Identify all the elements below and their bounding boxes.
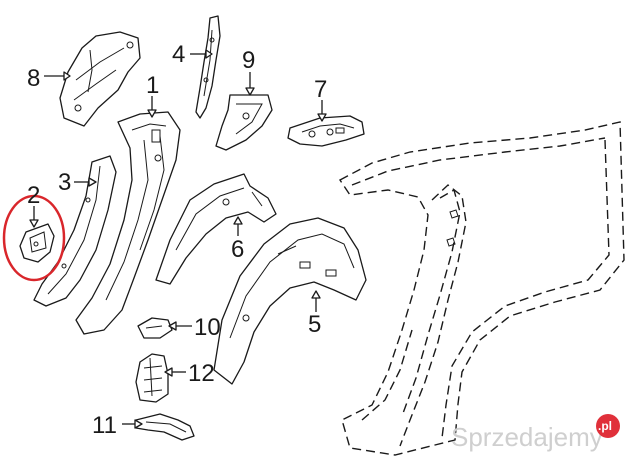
part-1-pillar-inner xyxy=(75,111,181,335)
callout-5: 5 xyxy=(308,311,321,338)
watermark-text: Sprzedajemy xyxy=(451,422,603,452)
callout-9: 9 xyxy=(242,47,255,74)
part-4-reinforcement-strip xyxy=(195,15,221,119)
callout-labels: 8 4 9 7 1 3 2 6 5 10 12 11 xyxy=(27,41,327,439)
watermark: Sprzedajemy .pl xyxy=(451,414,620,452)
callout-7: 7 xyxy=(314,76,327,103)
watermark-badge xyxy=(596,414,620,438)
part-10-clip xyxy=(137,317,173,339)
callout-8: 8 xyxy=(27,65,40,92)
leader-lines xyxy=(29,49,327,429)
part-5-wheelhouse xyxy=(213,217,367,385)
highlight-circle xyxy=(2,194,66,282)
part-7-hinge-bracket xyxy=(287,115,365,147)
watermark-badge-text: .pl xyxy=(598,419,612,433)
part-12-block-bracket xyxy=(135,353,169,403)
callout-3: 3 xyxy=(58,169,71,196)
part-6-inner-wheel-arch xyxy=(155,173,277,285)
part-9-bracket xyxy=(215,94,273,151)
callout-10: 10 xyxy=(194,314,221,341)
callout-4: 4 xyxy=(172,41,185,68)
part-8-upper-bracket xyxy=(59,31,141,127)
callout-1: 1 xyxy=(146,72,159,99)
callout-6: 6 xyxy=(231,236,244,263)
quarter-panel-outline xyxy=(338,121,625,456)
callout-2: 2 xyxy=(27,182,40,209)
callout-11: 11 xyxy=(92,412,117,439)
part-2-small-bracket xyxy=(19,223,55,263)
callout-12: 12 xyxy=(188,360,215,387)
part-11-long-bracket xyxy=(135,413,195,441)
